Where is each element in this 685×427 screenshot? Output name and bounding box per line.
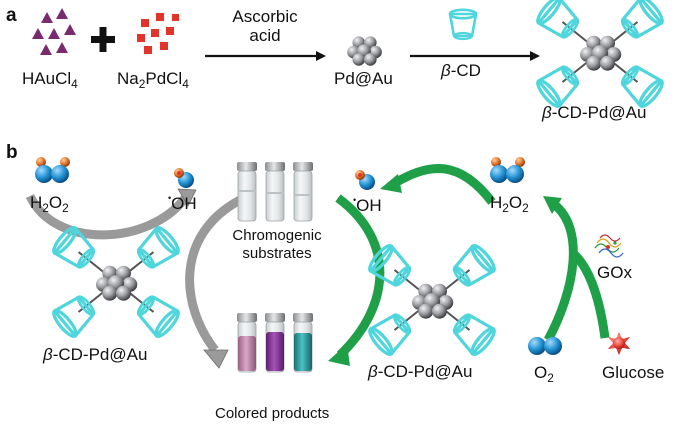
catalyst-left — [50, 225, 181, 339]
green-arrowhead-h2o2 — [543, 196, 562, 214]
hauCl4-triangles — [32, 8, 76, 55]
label-oh-right: •OH — [353, 195, 382, 216]
panel-a — [32, 0, 666, 109]
green-arrow-glucose-branch — [571, 251, 610, 339]
label-glucose: Glucose — [602, 363, 665, 382]
label-gox: GOx — [597, 263, 632, 282]
gray-arrowhead-oxidation — [177, 188, 197, 207]
h2o2-molecule-right — [490, 157, 525, 183]
green-arrowhead-color — [328, 344, 350, 366]
reagent-ascorbic-line1: Ascorbic — [232, 7, 298, 26]
oxygen-molecule — [528, 337, 562, 355]
beta-cd-icon — [448, 8, 478, 41]
product-beta-cd-pd-au: β-CD-Pd@Au — [542, 103, 647, 122]
gray-arrowhead-color — [203, 349, 229, 369]
reagent-ascorbic-line2: acid — [249, 26, 281, 45]
label-oxygen: O2 — [534, 363, 554, 386]
label-h2o2-right: H2O2 — [490, 193, 529, 216]
arrow-ascorbic — [205, 51, 326, 61]
panel-b — [25, 157, 630, 373]
label-colored-products: Colored products — [215, 405, 330, 422]
arrow-beta-cd — [410, 51, 540, 61]
label-h2o2-left: H2O2 — [30, 193, 69, 216]
na2pdcl4-squares — [137, 13, 179, 54]
h2o2-molecule-left — [35, 157, 70, 183]
green-arrowhead-oh — [380, 174, 402, 193]
panel-b-label: b — [6, 142, 18, 163]
label-catalyst-left: β-CD-Pd@Au — [43, 345, 148, 364]
plus-icon — [91, 27, 115, 52]
reactant-hauCl4: HAuCl4 — [22, 69, 78, 92]
label-substrates-line2: substrates — [242, 245, 312, 262]
catalyst-right — [366, 243, 497, 357]
reagent-beta-cd: β-CD — [441, 61, 481, 80]
green-arrow-h2o2-to-oh — [392, 163, 496, 205]
green-arrow-glucose — [544, 201, 578, 343]
panel-a-label: a — [6, 5, 17, 26]
glucose-icon — [608, 332, 630, 355]
gray-arrow-color — [185, 196, 243, 353]
green-arrow-color — [335, 194, 385, 359]
vials-substrates — [236, 161, 314, 222]
pd-au-nanoparticle — [347, 36, 382, 66]
label-oh-left: •OH — [168, 193, 197, 214]
oh-radical-left — [174, 168, 194, 188]
beta-cd-pd-au-assembly — [534, 0, 665, 109]
gray-arrow-oxidation — [25, 193, 189, 240]
gox-enzyme-icon — [594, 234, 624, 258]
oh-radical-right — [355, 170, 375, 190]
vials-products — [236, 312, 314, 373]
label-substrates-line1: Chromogenic — [232, 227, 322, 244]
label-catalyst-right: β-CD-Pd@Au — [368, 362, 473, 381]
intermediate-pd-au: Pd@Au — [334, 69, 393, 88]
reactant-na2pdcl4: Na2PdCl4 — [117, 69, 189, 92]
